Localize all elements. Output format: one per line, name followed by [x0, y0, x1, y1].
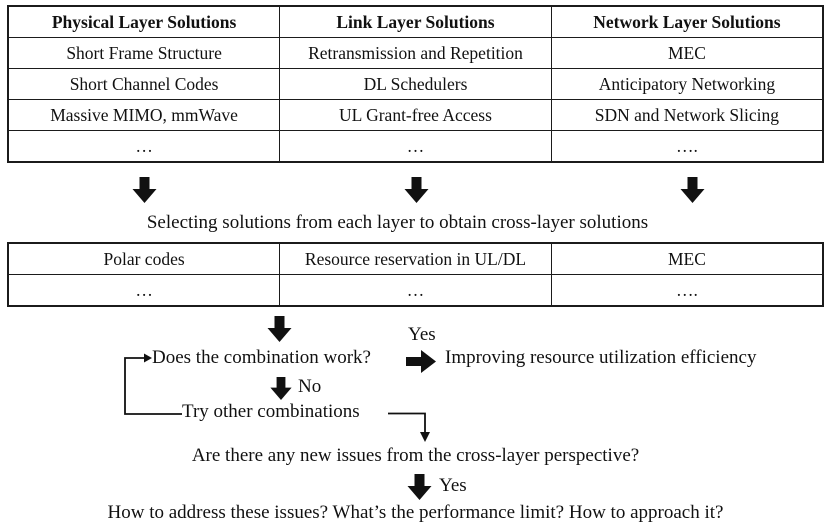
table-cell: Anticipatory Networking	[550, 68, 824, 100]
layer-solutions-table: Physical Layer Solutions Link Layer Solu…	[7, 5, 824, 163]
decision-question: Does the combination work?	[152, 347, 371, 368]
down-arrow-icon	[267, 316, 292, 342]
table-cell: Short Frame Structure	[7, 37, 281, 69]
down-arrow-icon	[132, 177, 157, 203]
table-header-cell: Physical Layer Solutions	[7, 5, 281, 38]
table-header-cell: Network Layer Solutions	[550, 5, 824, 38]
cross-layer-combination-table: Polar codes Resource reservation in UL/D…	[7, 242, 824, 307]
table-cell: DL Schedulers	[279, 68, 552, 100]
retry-to-issues-connector	[388, 412, 430, 442]
table-cell: Retransmission and Repetition	[279, 37, 552, 69]
no-label: No	[298, 376, 322, 397]
issues-question: Are there any new issues from the cross-…	[191, 445, 640, 466]
down-arrow-icon	[407, 474, 432, 500]
loop-back-connector	[124, 353, 182, 415]
table-cell: MEC	[550, 242, 824, 275]
yes-label: Yes	[408, 324, 436, 345]
table-cell: SDN and Network Slicing	[550, 99, 824, 131]
retry-label: Try other combinations	[182, 401, 360, 422]
table-row: … … ….	[7, 130, 824, 163]
final-question: How to address these issues? What’s the …	[107, 502, 724, 523]
down-arrow-icon	[404, 177, 429, 203]
table-cell: …	[7, 274, 281, 307]
table-cell: UL Grant-free Access	[279, 99, 552, 131]
table-cell: ….	[550, 130, 824, 163]
table-row: Short Frame Structure Retransmission and…	[7, 37, 824, 69]
table-cell: Massive MIMO, mmWave	[7, 99, 281, 131]
yes-outcome: Improving resource utilization efficienc…	[445, 347, 757, 368]
table-cell: …	[7, 130, 281, 163]
table-row: Massive MIMO, mmWave UL Grant-free Acces…	[7, 99, 824, 131]
yes-label: Yes	[439, 475, 467, 496]
table-cell: Polar codes	[7, 242, 281, 275]
table-cell: MEC	[550, 37, 824, 69]
down-arrow-icon	[680, 177, 705, 203]
table-row: … … ….	[7, 274, 824, 307]
table-cell: Short Channel Codes	[7, 68, 281, 100]
table-cell: …	[279, 274, 552, 307]
table-row: Physical Layer Solutions Link Layer Solu…	[7, 5, 824, 38]
table-row: Short Channel Codes DL Schedulers Antici…	[7, 68, 824, 100]
right-arrow-icon	[406, 350, 436, 373]
table-row: Polar codes Resource reservation in UL/D…	[7, 242, 824, 275]
selection-caption: Selecting solutions from each layer to o…	[146, 212, 649, 233]
table-header-cell: Link Layer Solutions	[279, 5, 552, 38]
table-cell: ….	[550, 274, 824, 307]
down-arrow-icon	[270, 377, 292, 400]
table-cell: Resource reservation in UL/DL	[279, 242, 552, 275]
table-cell: …	[279, 130, 552, 163]
